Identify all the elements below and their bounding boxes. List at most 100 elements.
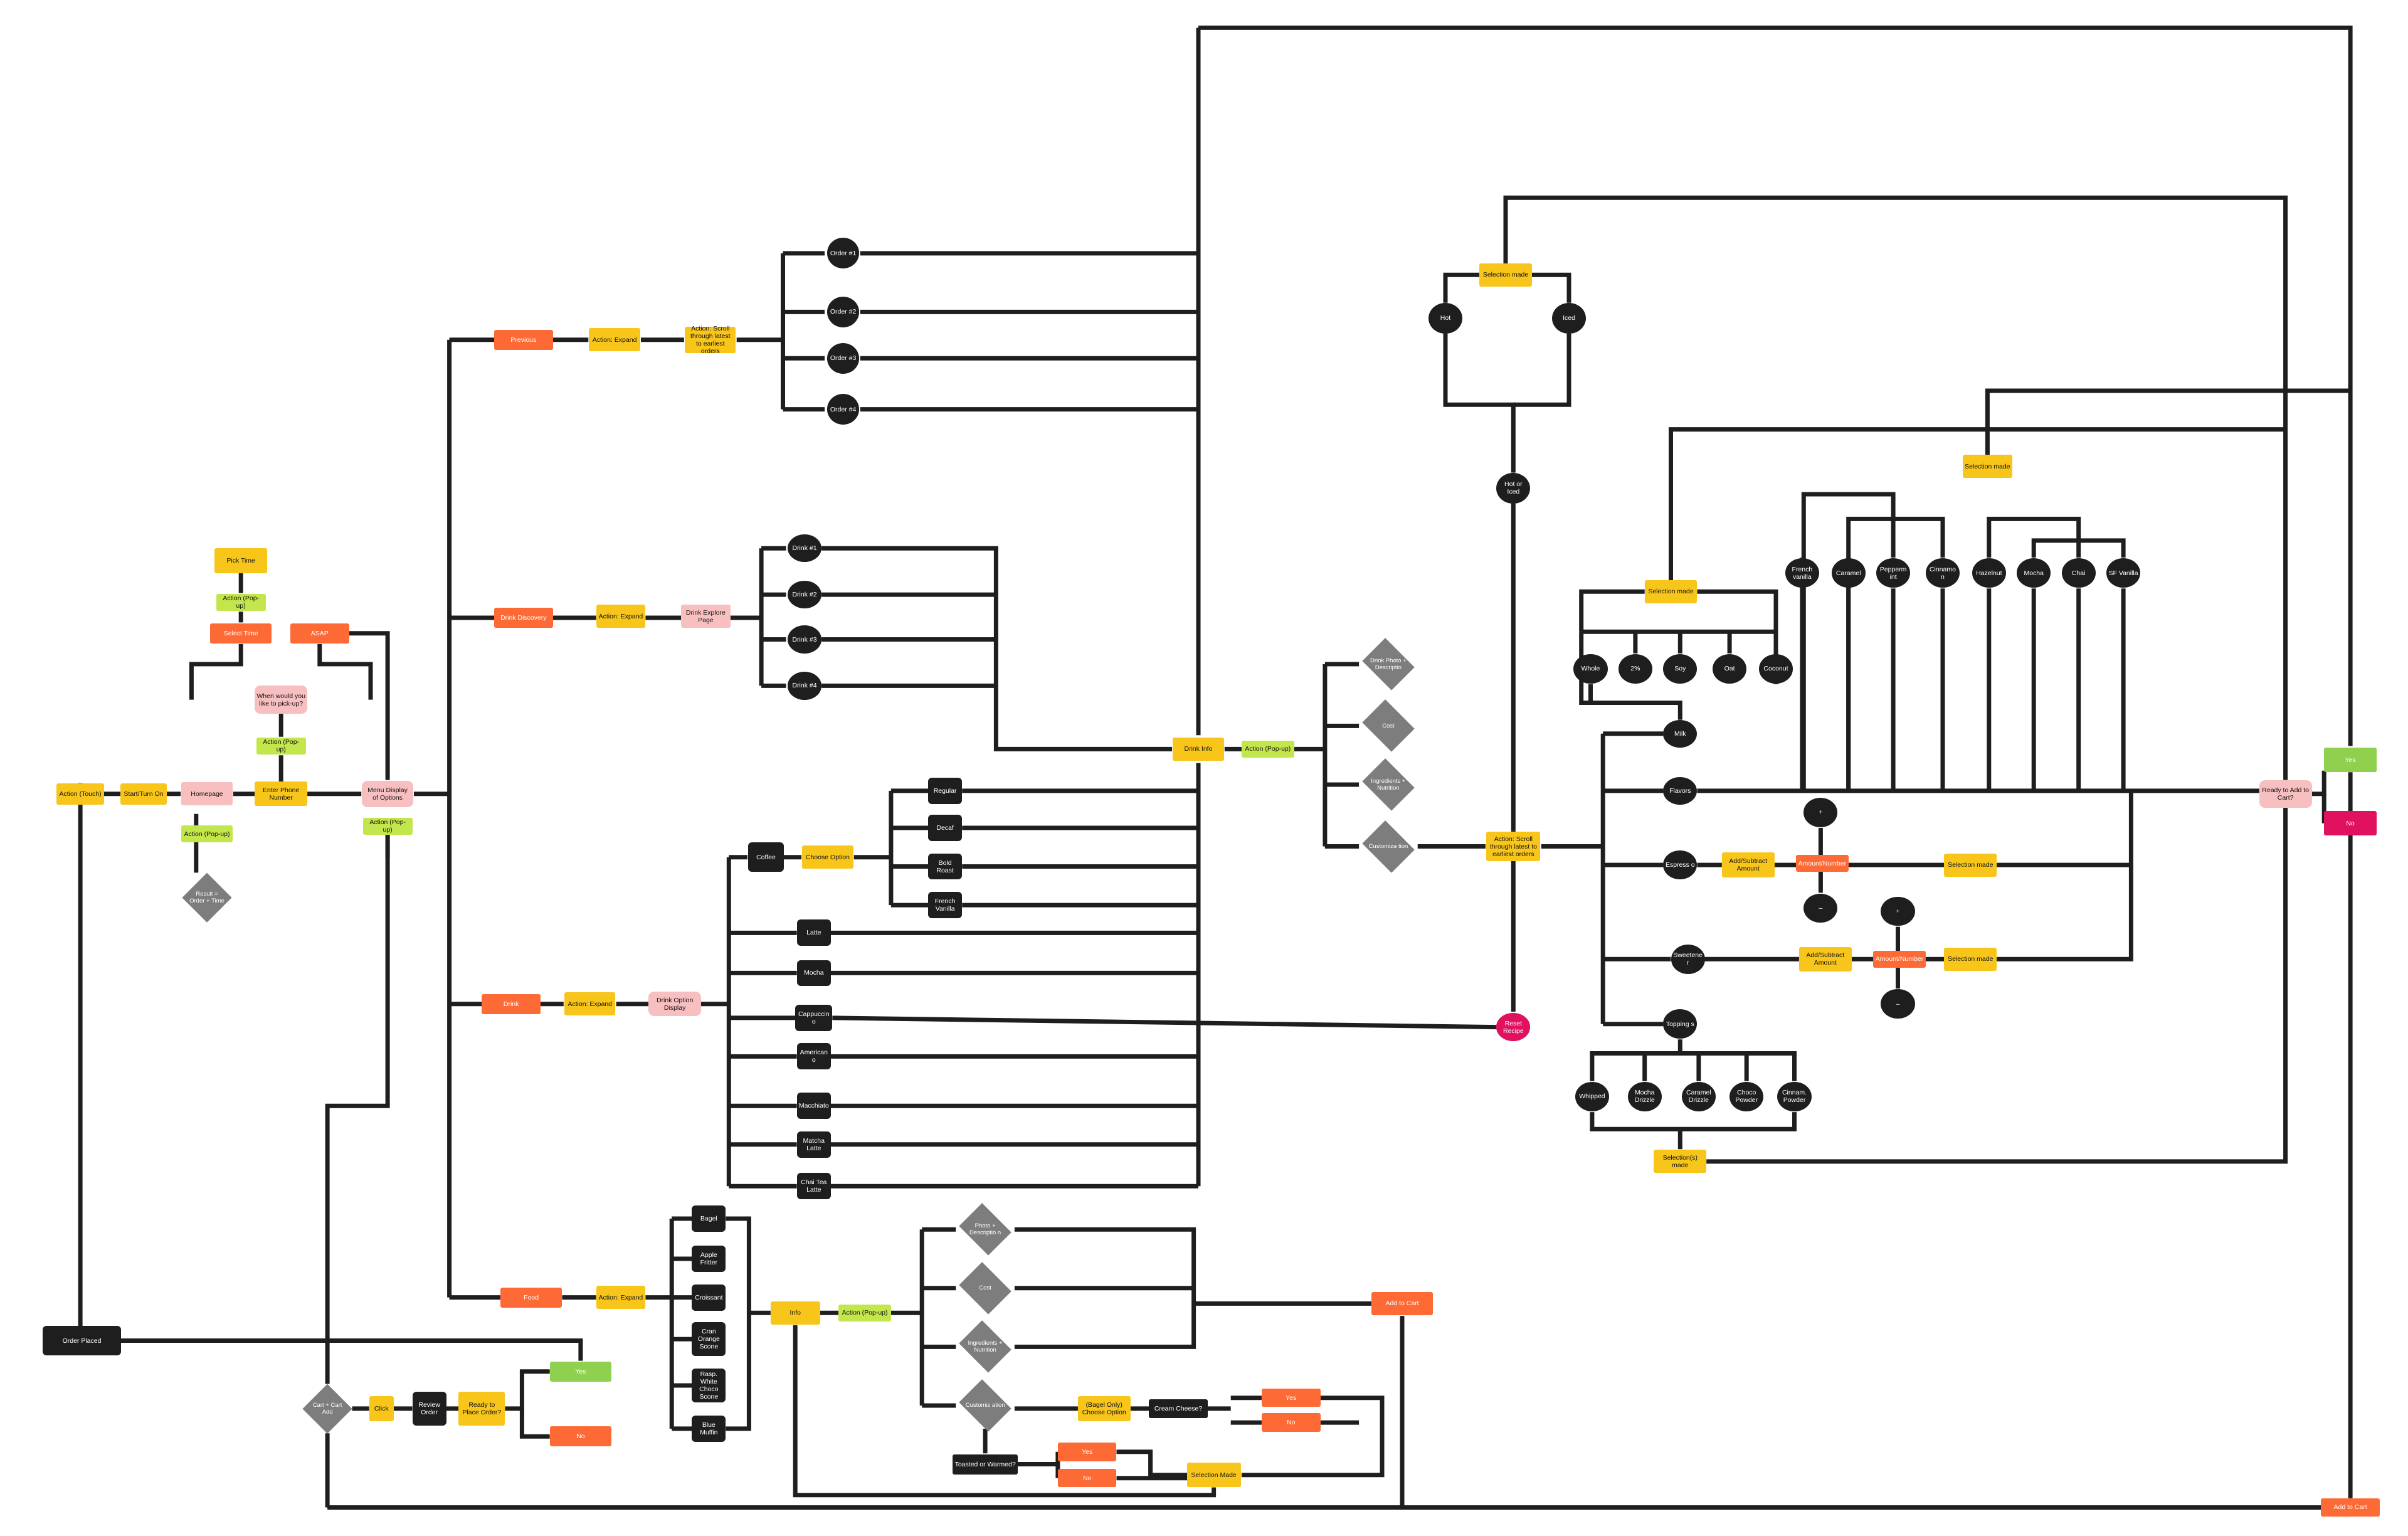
regular-node: Regular [928, 777, 963, 804]
food-photo-node: Photo + Descriptio n [956, 1206, 1015, 1253]
connector-173 [1116, 1449, 1188, 1478]
macchiato-label: Macchiato [798, 1102, 829, 1110]
sweetener-plus-node: + [1881, 896, 1915, 926]
espresso-node: Espress o [1663, 850, 1698, 880]
result-order-time-label: Result = Order + Time [189, 890, 224, 904]
toasted-no-label: No [1082, 1474, 1092, 1482]
connector-106 [1697, 492, 1896, 793]
decaf-label: Decaf [936, 824, 954, 832]
add-to-cart-right-label: Add to Cart [2333, 1503, 2367, 1512]
drink-discovery-node: Drink Discovery [494, 608, 553, 628]
caramel-node: Caramel [1831, 558, 1866, 588]
cran-orange-scone-label: Cran Orange Scone [697, 1328, 720, 1351]
hot-label: Hot [1440, 314, 1451, 322]
food-customize-node: Customiz ation [956, 1382, 1015, 1429]
ready-yes-label: Yes [2345, 756, 2356, 764]
two-percent-node: 2% [1618, 654, 1652, 684]
sweetener-amount-label: Amount/Number [1875, 955, 1924, 963]
french-vanilla-flavor-label: French vanilla [1792, 565, 1813, 581]
food-selection-node: Selection Made [1186, 1463, 1241, 1488]
place-no-label: No [576, 1433, 585, 1441]
bagel-only-node: (Bagel Only) Choose Option [1077, 1396, 1131, 1421]
connector-151 [726, 1216, 751, 1431]
connector-69 [832, 1015, 1497, 1030]
apple-fritter-node: Apple Fritter [692, 1246, 726, 1272]
pick-time-node: Pick Time [214, 548, 268, 573]
ready-place-node: Ready to Place Order? [458, 1391, 505, 1426]
chai-node: Chai [2061, 558, 2096, 588]
sweetener-add-node: Add/Subtract Amount [1798, 946, 1852, 972]
drink-scroll-label: Action: Scroll through latest to earlies… [1489, 835, 1537, 858]
coconut-node: Coconut [1758, 654, 1793, 684]
ready-place-label: Ready to Place Order? [462, 1401, 502, 1416]
when-pickup-node: When would you like to pick-up? [255, 686, 308, 714]
asap-node: ASAP [290, 623, 349, 644]
whole-node: Whole [1573, 654, 1608, 684]
whole-label: Whole [1581, 665, 1600, 673]
drink-ingredients-node: Ingredients + Nutrition [1359, 761, 1418, 808]
drink-expand-node: Action: Expand [564, 992, 616, 1016]
drink-ingredients-label: Ingredients + Nutrition [1371, 777, 1406, 792]
connector-116 [1987, 516, 2081, 558]
cinnamon-node: Cinnamo n [1925, 558, 1960, 588]
cinnam-powder-node: Cinnam. Powder [1777, 1082, 1812, 1111]
order-4-node: Order #4 [826, 393, 860, 425]
connector-86 [1443, 333, 1516, 473]
previous-expand-node: Action: Expand [589, 328, 640, 352]
two-percent-label: 2% [1630, 665, 1640, 673]
cart-add-node: Cart + Cart Add [303, 1384, 352, 1433]
drink-discovery-label: Drink Discovery [500, 614, 547, 622]
discovery-expand-label: Action: Expand [598, 612, 643, 620]
croissant-node: Croissant [692, 1284, 726, 1311]
milk-node: Milk [1663, 719, 1698, 748]
peppermint-label: Pepperm int [1879, 565, 1907, 581]
choco-powder-node: Choco Powder [1729, 1082, 1764, 1111]
previous-label: Previous [510, 336, 537, 344]
blue-muffin-node: Blue Muffin [692, 1415, 726, 1442]
cart-add-label: Cart + Cart Add [312, 1401, 342, 1416]
milk-selection-node: Selection made [1644, 580, 1698, 603]
hot-node: Hot [1428, 302, 1463, 334]
drink-photo-label: Drink Photo + Descriptio [1370, 657, 1407, 671]
toasted-yes-label: Yes [1082, 1448, 1093, 1456]
espresso-minus-node: – [1803, 893, 1838, 923]
connector-100 [1697, 589, 1778, 632]
espresso-add-label: Add/Subtract Amount [1729, 857, 1767, 873]
matcha-latte-label: Matcha Latte [803, 1136, 825, 1152]
drink-cost-label: Cost [1382, 722, 1395, 729]
drink-3-label: Drink #3 [792, 635, 817, 644]
phone-popup-node: Action (Pop-up) [256, 737, 306, 755]
drink-2-node: Drink #2 [787, 580, 822, 609]
drink-scroll-node: Action: Scroll through latest to earlies… [1486, 832, 1541, 861]
espresso-plus-node: + [1803, 797, 1838, 827]
cream-cheese-label: Cream Cheese? [1154, 1404, 1203, 1412]
cinnam-powder-label: Cinnam. Powder [1782, 1089, 1807, 1104]
enter-phone-label: Enter Phone Number [262, 786, 300, 802]
mocha-flavor-node: Mocha [2017, 558, 2051, 588]
cream-yes-node: Yes [1261, 1388, 1321, 1407]
drink-explore-label: Drink Explore Page [685, 608, 726, 624]
drink-customize-node: Customiza tion [1359, 824, 1418, 870]
drink-customize-label: Customiza tion [1368, 843, 1408, 850]
toppings-selection-label: Selection(s) made [1662, 1153, 1698, 1169]
action-touch-label: Action (Touch) [59, 790, 102, 798]
cinnamon-label: Cinnamo n [1929, 565, 1956, 581]
drink-option-display-label: Drink Option Display [656, 996, 694, 1012]
bold-roast-label: Bold Roast [936, 859, 954, 874]
connector-98 [1579, 589, 1645, 632]
connector-175 [793, 1325, 1217, 1498]
bagel-label: Bagel [700, 1214, 717, 1222]
cran-orange-scone-node: Cran Orange Scone [692, 1321, 726, 1357]
previous-scroll-label: Action: Scroll through latest to earlies… [690, 324, 731, 355]
soy-node: Soy [1663, 654, 1698, 684]
food-node: Food [500, 1287, 562, 1308]
connector-28 [1198, 25, 2353, 746]
drink-expand-label: Action: Expand [568, 1000, 613, 1008]
drink-photo-node: Drink Photo + Descriptio [1359, 641, 1418, 687]
food-cost-label: Cost [979, 1284, 991, 1292]
coffee-label: Coffee [756, 853, 776, 861]
rasp-white-choco-scone-label: Rasp. White Choco Scone [699, 1370, 719, 1401]
start-turn-on-node: Start/Turn On [120, 783, 167, 805]
flavor-selection-node: Selection made [1962, 455, 2012, 479]
toasted-warmed-label: Toasted or Warmed? [954, 1460, 1016, 1468]
